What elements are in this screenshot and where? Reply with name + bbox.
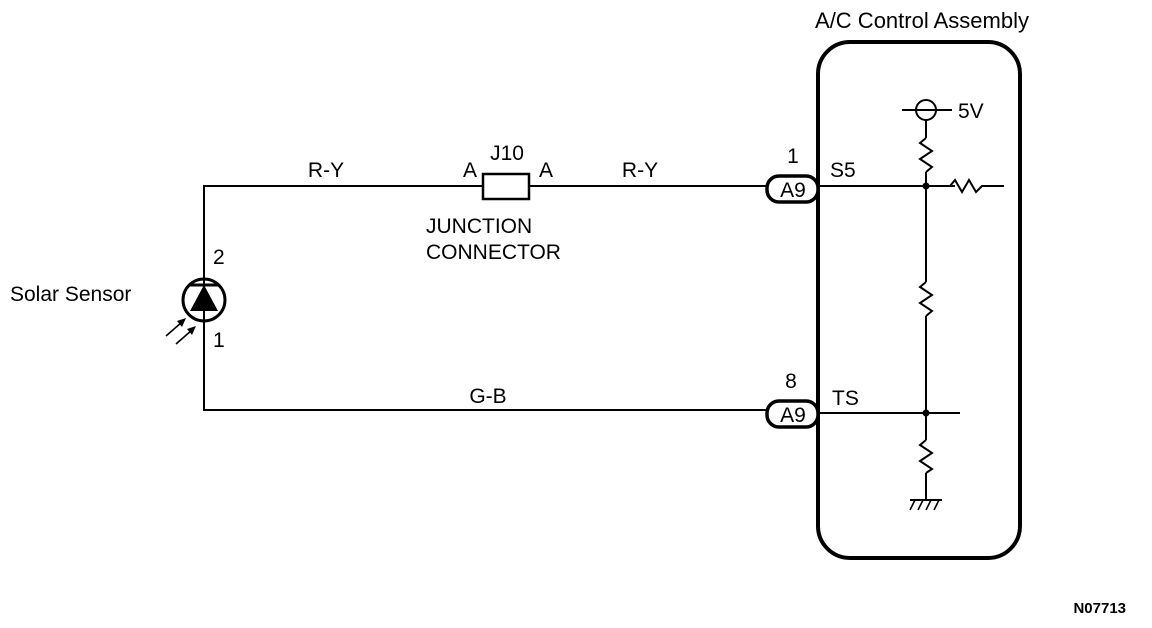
assembly-title: A/C Control Assembly: [815, 8, 1029, 33]
connector-top-id: A9: [780, 179, 806, 202]
wire-r-y-left: [203, 185, 483, 280]
connector-bottom-id: A9: [780, 404, 806, 427]
wire-label-top-right: R-Y: [622, 159, 658, 182]
junction-connector-j10: [481, 172, 531, 201]
ac-control-assembly-box: [816, 40, 1022, 560]
sensor-pin-top: 2: [213, 246, 225, 269]
junction-pin-right: A: [539, 159, 553, 182]
supply-voltage: 5V: [958, 100, 984, 123]
sensor-name: Solar Sensor: [10, 283, 131, 306]
terminal-s5: S5: [830, 159, 856, 182]
junction-dot-ts: [922, 409, 930, 417]
wire-label-bottom: G-B: [469, 385, 506, 408]
connector-a9-top: [765, 174, 820, 204]
connector-bottom-pin: 8: [785, 370, 797, 393]
resistor-series-icon: [949, 178, 1004, 194]
resistor-pulldown-icon: [918, 439, 934, 474]
resistor-divider-icon: [918, 281, 934, 317]
wire-label-top-left: R-Y: [308, 159, 344, 182]
terminal-ts: TS: [832, 387, 859, 410]
ground-icon: [909, 499, 942, 511]
photodiode-triangle-icon: [190, 285, 218, 311]
connector-top-pin: 1: [787, 145, 799, 168]
junction-caption-line2: CONNECTOR: [426, 241, 561, 264]
sensor-pin-bottom: 1: [213, 329, 225, 352]
figure-code: N07713: [1073, 600, 1126, 617]
junction-caption-line1: JUNCTION: [426, 215, 532, 238]
junction-pin-left: A: [463, 159, 477, 182]
junction-id: J10: [490, 142, 524, 165]
connector-a9-bottom: [765, 399, 820, 429]
resistor-pullup-icon: [918, 137, 934, 173]
light-arrows-icon: [165, 318, 196, 345]
wire-g-b: [203, 320, 767, 411]
